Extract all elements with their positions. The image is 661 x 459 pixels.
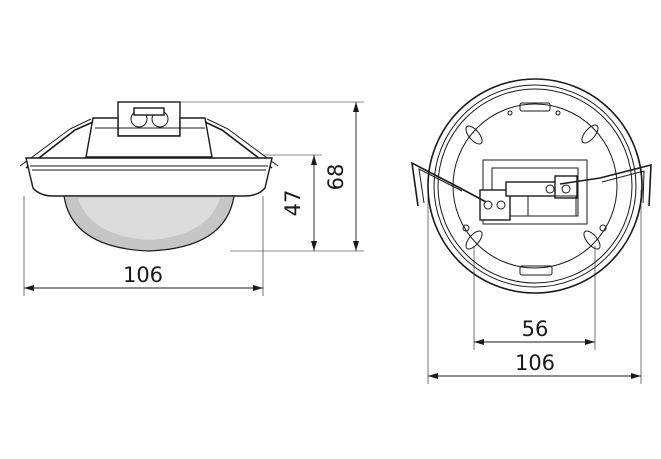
dimension-top-spacing: 56 xyxy=(473,246,596,350)
dimension-label-side-width: 106 xyxy=(123,263,163,287)
dimension-side-body-height: 47 xyxy=(230,154,322,252)
spring-clip-left xyxy=(25,121,94,169)
dimension-side-width: 106 xyxy=(23,196,264,296)
side-view: 106 47 68 xyxy=(19,101,364,296)
outer-ring xyxy=(427,78,643,294)
mounting-slots xyxy=(462,102,607,276)
terminal-block-top xyxy=(479,175,578,221)
spring-clip-right xyxy=(204,121,273,169)
dimension-side-total-height: 68 xyxy=(180,101,364,252)
spring-clip-top-left xyxy=(410,161,487,207)
spring-clip-top-right xyxy=(559,163,652,207)
flange-ring xyxy=(25,157,273,197)
dimension-label-side-total-height: 68 xyxy=(324,164,348,191)
dimension-label-top-diameter: 106 xyxy=(515,351,555,375)
dimension-label-side-body-height: 47 xyxy=(281,190,305,217)
terminal-block xyxy=(117,101,181,137)
top-view: 56 106 xyxy=(410,78,652,384)
dimension-label-top-spacing: 56 xyxy=(522,317,549,341)
dimension-top-diameter: 106 xyxy=(427,190,642,384)
